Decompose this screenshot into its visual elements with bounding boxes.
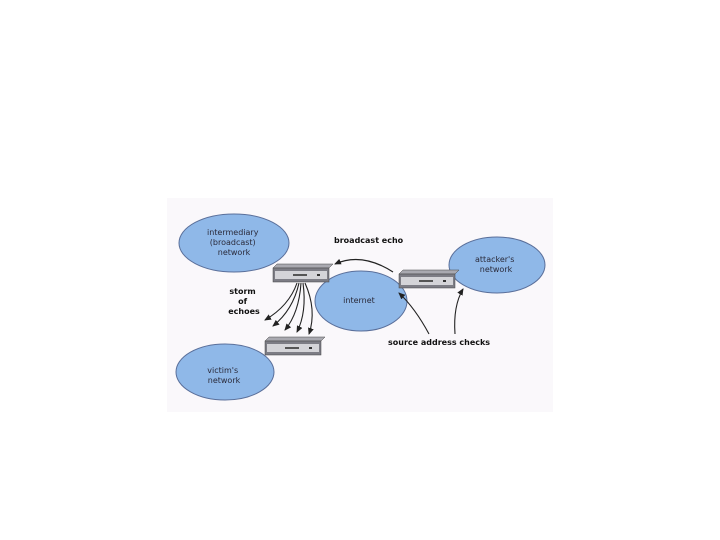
source-check-arrow-attacker bbox=[454, 288, 464, 335]
echo-arrow-1 bbox=[264, 282, 298, 321]
intermediary-network-cloud bbox=[178, 213, 290, 273]
storm-of-echoes-label: storm of echoes bbox=[228, 287, 260, 316]
broadcast-echo-label: broadcast echo bbox=[334, 236, 404, 245]
echo-arrow-2 bbox=[272, 282, 300, 327]
victim-network-label: victim's network bbox=[207, 366, 240, 385]
echo-arrow-3 bbox=[284, 282, 302, 331]
echo-arrow-5 bbox=[304, 282, 314, 335]
storm-of-echoes-arrows bbox=[264, 282, 314, 335]
source-check-arrow-internet bbox=[398, 292, 430, 335]
attacker-network-label: attacker's network bbox=[475, 255, 517, 274]
intermediary-server bbox=[272, 263, 334, 283]
source-address-checks-label: source address checks bbox=[388, 338, 490, 347]
network-diagram: intermediary (broadcast) network interne… bbox=[167, 198, 553, 412]
broadcast-echo-arrow bbox=[334, 258, 394, 273]
intermediary-network-label: intermediary (broadcast) network bbox=[207, 228, 261, 257]
internet-label: internet bbox=[343, 296, 375, 305]
attacker-network-cloud bbox=[448, 236, 546, 294]
diagram-canvas: intermediary (broadcast) network interne… bbox=[175, 213, 546, 401]
echo-arrow-4 bbox=[296, 282, 305, 333]
victim-network-cloud bbox=[175, 343, 275, 401]
attacker-server bbox=[398, 269, 460, 289]
victim-server bbox=[264, 336, 326, 356]
